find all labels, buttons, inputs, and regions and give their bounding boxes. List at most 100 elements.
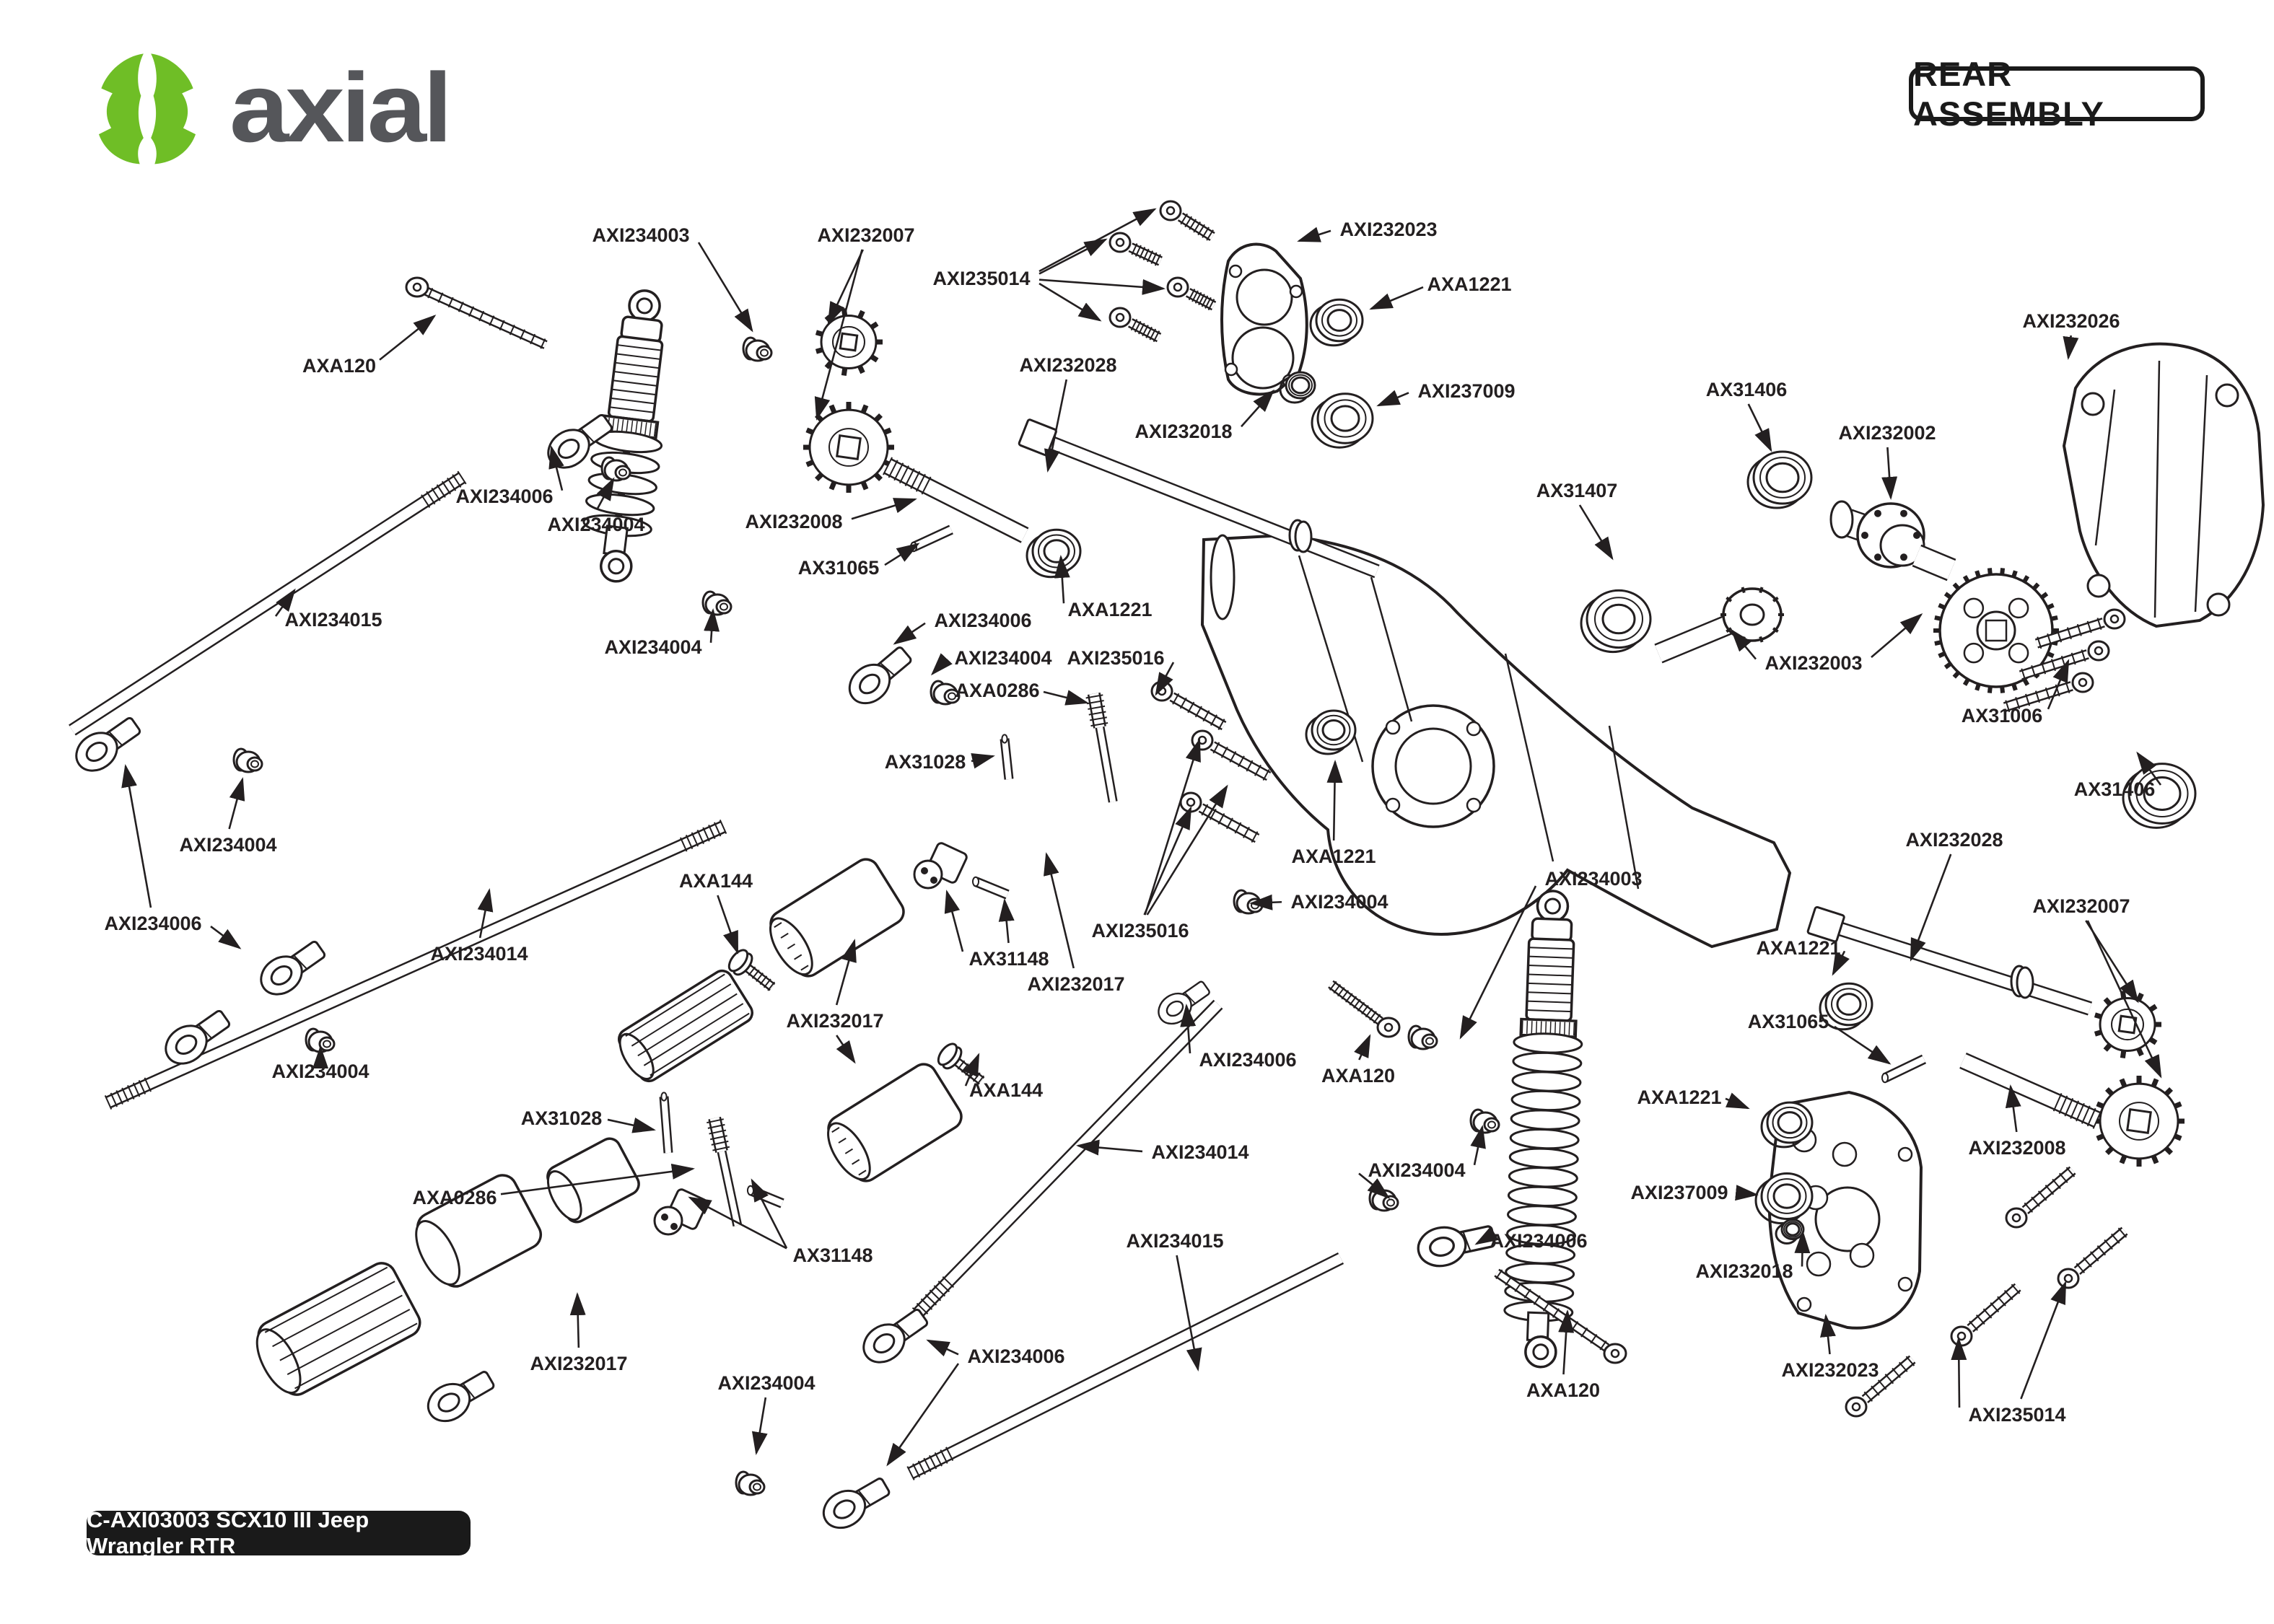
- leader-line: [1076, 1139, 1143, 1156]
- leader-line: [884, 543, 920, 566]
- part-bearing: [1754, 1172, 1814, 1224]
- part-screw: [2005, 1166, 2076, 1229]
- part-label: AXI234004: [179, 834, 276, 856]
- part-label: AXI232026: [2022, 310, 2120, 332]
- part-button-screw: [405, 276, 548, 349]
- part-label: AXI232023: [1339, 219, 1437, 240]
- part-link-rod: [1023, 426, 1380, 579]
- leader-line: [1820, 1314, 1836, 1355]
- part-label: AX31148: [792, 1245, 873, 1266]
- part-label: AXA144: [969, 1079, 1043, 1101]
- leader-line: [1180, 1004, 1197, 1054]
- part-button-screw: [1494, 1268, 1627, 1364]
- part-label: AXI234006: [104, 913, 201, 934]
- part-screw: [2034, 608, 2126, 649]
- part-label: AX31406: [2074, 778, 2156, 800]
- part-label: AXI234015: [284, 609, 382, 631]
- brand-logo: axial: [85, 46, 452, 170]
- part-label: AXA0286: [412, 1187, 497, 1208]
- leader-line: [1354, 1034, 1371, 1061]
- leader-line: [1747, 403, 1772, 452]
- leader-line: [548, 445, 564, 491]
- part-label: AXI232007: [817, 224, 914, 246]
- part-label: AXI234006: [967, 1346, 1064, 1367]
- part-link-rod: [69, 470, 467, 736]
- part-label: AXI234003: [1544, 868, 1642, 890]
- leader-line: [1176, 1255, 1202, 1371]
- leader-line: [1881, 447, 1898, 500]
- part-label: AXI232017: [530, 1353, 627, 1374]
- part-rod-end: [848, 646, 912, 705]
- leader-line: [569, 1292, 586, 1348]
- part-label: AXA1221: [1067, 599, 1152, 620]
- leader-line: [971, 752, 995, 769]
- part-flathead-screw: [727, 949, 776, 991]
- part-label: AXA0286: [955, 680, 1039, 701]
- part-diff-locker: [1829, 500, 1956, 581]
- part-screw: [2003, 672, 2094, 713]
- part-pin: [659, 1092, 673, 1154]
- leader-line: [228, 777, 245, 830]
- leader-line: [1735, 1185, 1759, 1201]
- part-rod-end: [427, 1371, 495, 1423]
- part-label: AXI232002: [1838, 422, 1936, 444]
- leader-line: [1144, 738, 1201, 916]
- part-link-rod: [906, 1252, 1344, 1480]
- leader-line: [1470, 1125, 1486, 1166]
- part-coupler: [769, 858, 905, 978]
- leader-line: [836, 1035, 856, 1064]
- part-gearbox-plate: [1220, 242, 1308, 396]
- axial-logo-icon: [98, 53, 196, 164]
- leader-line: [1369, 286, 1424, 310]
- part-bushing: [930, 680, 961, 706]
- part-bearing: [1311, 392, 1374, 449]
- part-shaft-hex: [1806, 905, 1845, 943]
- part-bearing: [1580, 589, 1652, 654]
- part-bearing: [1819, 982, 1873, 1031]
- part-bushing: [1233, 889, 1264, 915]
- leader-line: [814, 249, 863, 421]
- part-label: AXA1221: [1427, 273, 1511, 295]
- part-link-rod: [104, 820, 727, 1110]
- part-label: AXI232008: [1968, 1137, 2065, 1159]
- part-coupler: [415, 1174, 543, 1288]
- part-label: AXI232018: [1695, 1260, 1793, 1282]
- leader-line: [886, 1363, 960, 1467]
- part-pin: [1881, 1054, 1927, 1084]
- part-gear: [2094, 1076, 2185, 1167]
- part-universal-joint: [653, 1188, 708, 1236]
- leader-line: [1297, 227, 1331, 242]
- part-label: AX31407: [1536, 480, 1618, 501]
- part-coupler: [618, 969, 753, 1083]
- leader-line: [944, 890, 964, 952]
- footer-text: C-AXI03003 SCX10 III Jeep Wrangler RTR: [87, 1507, 369, 1558]
- part-label: AXI234014: [1151, 1141, 1248, 1163]
- leader-line: [2063, 335, 2079, 360]
- part-bearing: [1279, 371, 1316, 404]
- part-coupler: [255, 1262, 421, 1396]
- part-diff-cover: [2062, 342, 2265, 628]
- part-label: AXI235016: [1067, 647, 1164, 669]
- leader-line: [210, 926, 242, 949]
- part-bushing: [232, 747, 263, 773]
- part-label: AX31028: [521, 1107, 603, 1129]
- part-bevel-pinion: [1654, 587, 1784, 664]
- leader-line: [1558, 1309, 1575, 1375]
- leader-line: [851, 498, 917, 520]
- leader-line: [717, 895, 739, 954]
- leader-line: [1054, 555, 1070, 604]
- leader-line: [1578, 504, 1614, 561]
- part-label: AXI232007: [2032, 895, 2130, 917]
- leader-line: [963, 1053, 980, 1087]
- part-pin: [971, 876, 1010, 900]
- leader-line: [1155, 662, 1175, 696]
- leader-line: [596, 477, 615, 509]
- part-link-rod: [883, 457, 1029, 543]
- part-screw: [1845, 1355, 1916, 1418]
- leader-line: [1146, 784, 1228, 916]
- leader-line: [751, 1178, 788, 1249]
- leader-line: [607, 1118, 656, 1133]
- leader-line: [704, 608, 720, 643]
- leader-line: [1871, 613, 1923, 658]
